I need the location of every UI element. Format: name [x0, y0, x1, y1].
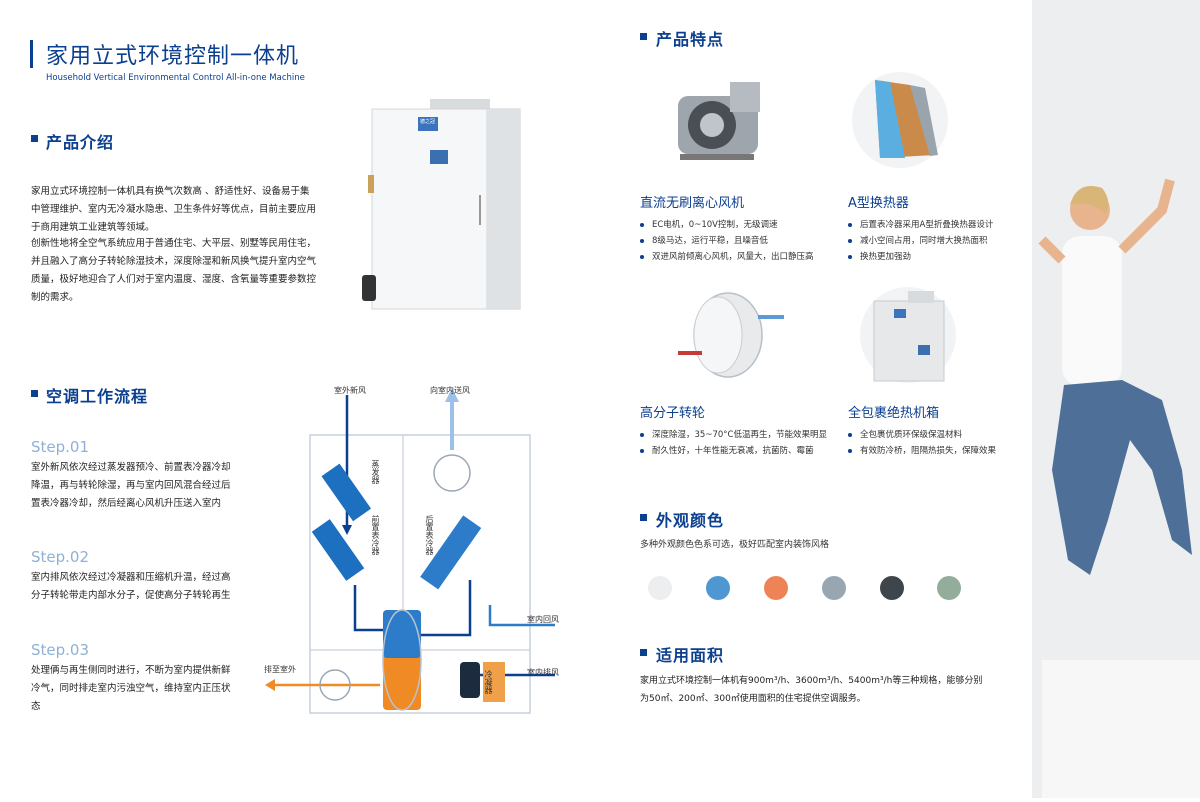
feature-title-fan: 直流无刷离心风机 [640, 196, 745, 211]
section-bullet [640, 649, 647, 656]
lifestyle-photo [1032, 0, 1200, 798]
feature-point: 耐久性好，十年性能无衰减，抗菌防、霉菌 [640, 443, 840, 459]
label-exhaust-out: 排至室外 [264, 665, 296, 674]
color-swatch-6 [937, 576, 961, 600]
title-bar [30, 40, 33, 68]
intro-paragraph-2: 创新性地将全空气系统应用于普通住宅、大平层、别墅等民用住宅，并且融入了高分子转轮… [31, 238, 317, 303]
colors-heading: 外观颜色 [656, 511, 725, 530]
label-post-cooler: 后置表冷器 [425, 515, 434, 555]
label-pre-cooler: 前置表冷器 [371, 515, 380, 555]
step-2-label: Step.02 [31, 548, 90, 566]
area-heading: 适用面积 [656, 646, 725, 665]
color-swatch-3 [764, 576, 788, 600]
label-outdoor-fresh: 室外新风 [334, 386, 366, 395]
step-3-label: Step.03 [31, 641, 90, 659]
section-bullet [640, 33, 647, 40]
feature-point: 双进风前倾离心风机，风量大，出口静压高 [640, 249, 840, 265]
feature-point: 有效防冷桥，阻隔热损失，保障效果 [848, 443, 1028, 459]
jumping-woman-image [1032, 0, 1200, 798]
feature-title-rotor: 高分子转轮 [640, 406, 706, 421]
feature-point: 换热更加强劲 [848, 249, 1028, 265]
feature-list-fan: EC电机，0~10V控制，无级调速 8级马达，运行平稳，且噪音低 双进风前倾离心… [640, 217, 840, 265]
area-text: 家用立式环境控制一体机有900m³/h、3600m³/h、5400m³/h等三种… [640, 676, 983, 704]
cabinet-image [860, 287, 956, 383]
section-bullet [31, 135, 38, 142]
colors-description: 多种外观颜色色系可选，极好匹配室内装饰风格 [640, 540, 830, 550]
rotor-image [678, 292, 784, 378]
label-indoor-exhaust: 室内排风 [527, 668, 559, 677]
machine-image [362, 99, 521, 310]
feature-list-exchanger: 后置表冷器采用A型折叠换热器设计 减小空间占用，同时增大换热面积 换热更加强劲 [848, 217, 1028, 265]
step-2-text: 室内排风依次经过冷凝器和压缩机升温，经过高分子转轮带走内部水分子，促使高分子转轮… [31, 572, 231, 601]
page-subtitle: Household Vertical Environmental Control… [46, 73, 305, 83]
fan-image [678, 82, 760, 160]
label-indoor-return: 室内回风 [527, 615, 559, 624]
feature-point: 减小空间占用，同时增大换热面积 [848, 233, 1028, 249]
color-swatch-5 [880, 576, 904, 600]
label-condenser: 冷凝器 [484, 670, 493, 694]
feature-title-exchanger: A型换热器 [848, 196, 909, 211]
machine-badge: 德之冠 [420, 119, 436, 125]
intro-paragraph-1: 家用立式环境控制一体机具有换气次数高 、舒适性好、设备易于集中管理维护、室内无冷… [31, 186, 317, 233]
feature-point: 8级马达，运行平稳，且噪音低 [640, 233, 840, 249]
feature-point: 后置表冷器采用A型折叠换热器设计 [848, 217, 1028, 233]
features-heading: 产品特点 [656, 30, 725, 49]
label-supply-indoor: 向室内送风 [430, 386, 470, 395]
step-3-text: 处理俩与再生侧同时进行，不断为室内提供新鲜冷气，同时排走室内污浊空气，维持室内正… [31, 665, 231, 712]
intro-heading: 产品介绍 [46, 133, 115, 152]
feature-title-cabinet: 全包裹绝热机箱 [848, 406, 940, 421]
section-bullet [640, 514, 647, 521]
flow-diagram [265, 388, 555, 714]
step-1-text: 室外新风依次经过蒸发器预冷、前置表冷器冷却降温，再与转轮除湿，再与室内回风混合经… [31, 462, 231, 509]
step-1-label: Step.01 [31, 438, 90, 456]
flow-heading: 空调工作流程 [46, 387, 149, 406]
color-swatch-2 [706, 576, 730, 600]
heat-exchanger-image [852, 72, 948, 168]
color-swatch-1 [648, 576, 672, 600]
color-swatch-4 [822, 576, 846, 600]
feature-list-cabinet: 全包裹优质环保级保温材料 有效防冷桥，阻隔热损失，保障效果 [848, 427, 1028, 459]
label-evaporator: 蒸发器 [371, 460, 380, 484]
feature-point: 深度除湿，35~70°C低温再生，节能效果明显 [640, 427, 840, 443]
page-title: 家用立式环境控制一体机 [46, 44, 300, 69]
feature-point: EC电机，0~10V控制，无级调速 [640, 217, 840, 233]
section-bullet [31, 390, 38, 397]
feature-point: 全包裹优质环保级保温材料 [848, 427, 1028, 443]
feature-list-rotor: 深度除湿，35~70°C低温再生，节能效果明显 耐久性好，十年性能无衰减，抗菌防… [640, 427, 840, 459]
